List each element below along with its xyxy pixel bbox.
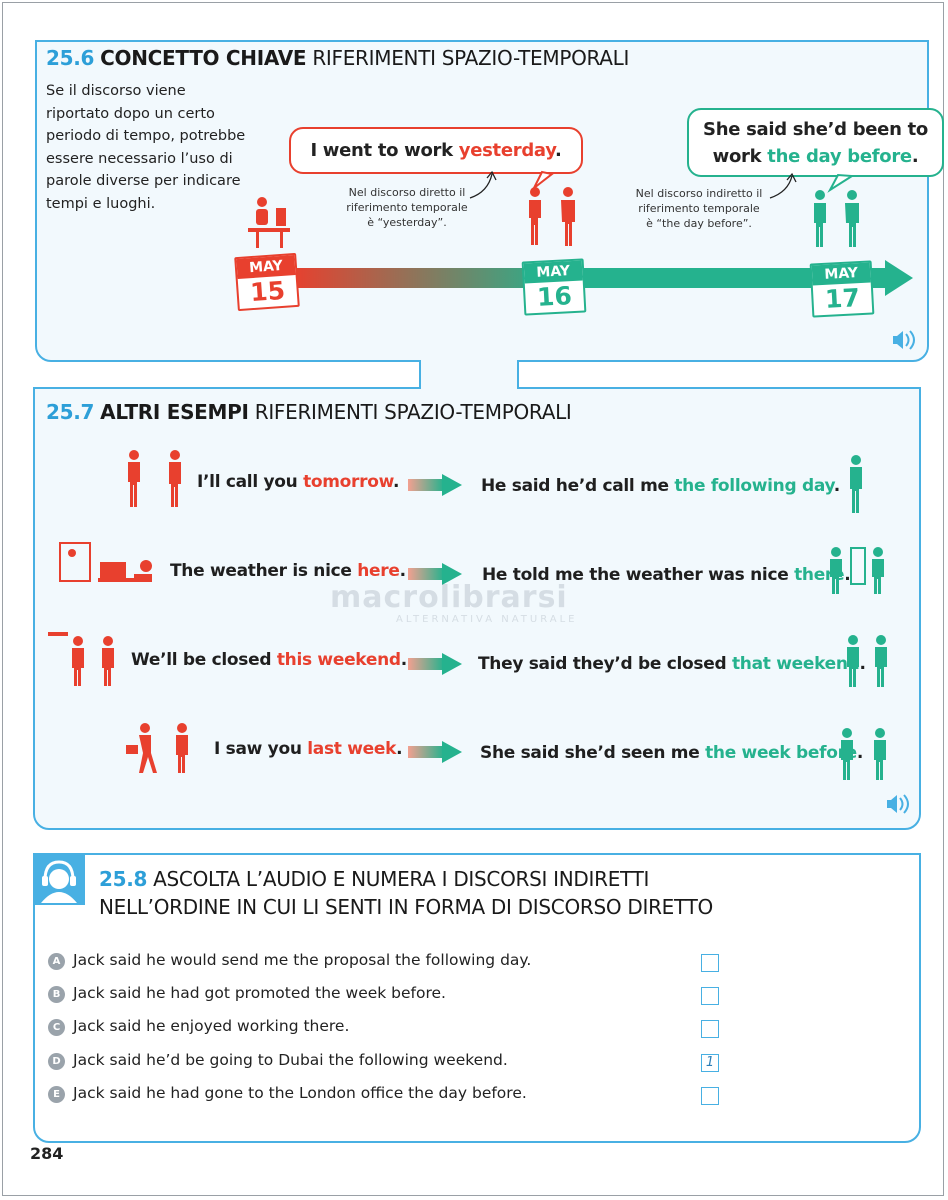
example-indirect: They said they’d be closed that weekend. xyxy=(478,654,866,674)
example-arrows xyxy=(408,474,462,763)
bubble-highlight: yesterday xyxy=(458,140,556,161)
note-arrow-icon xyxy=(469,173,493,199)
bubble-tail xyxy=(533,170,555,189)
timeline-bar xyxy=(292,268,887,288)
example-indirect: He said he’d call me the following day. xyxy=(481,476,840,496)
watermark-logo: macrolibrarsi xyxy=(330,580,568,615)
intro-text: Se il discorso viene riportato dopo un c… xyxy=(46,83,246,212)
section-key: CONCETTO CHIAVE xyxy=(100,46,307,70)
desk-worker-icon xyxy=(248,197,290,248)
answer-box[interactable] xyxy=(701,1020,719,1038)
example-indirect: He told me the weather was nice there. xyxy=(482,565,851,585)
section-subtitle: RIFERIMENTI SPAZIO-TEMPORALI xyxy=(254,400,572,424)
answer-box[interactable] xyxy=(701,1087,719,1105)
bubble-text: I went to work xyxy=(310,140,459,161)
section-subtitle: RIFERIMENTI SPAZIO-TEMPORALI xyxy=(312,46,630,70)
bubble-text: . xyxy=(911,146,919,167)
bubble-text: She said she’d been to xyxy=(703,119,928,140)
panel-connector xyxy=(420,360,518,389)
calendar-icon: MAY 17 xyxy=(809,260,875,318)
answer-box[interactable] xyxy=(701,954,719,972)
bubble-text: work xyxy=(712,146,768,167)
timeline-arrow-icon xyxy=(885,260,913,296)
calendar-icon: MAY 15 xyxy=(234,252,300,312)
exercise-instruction: ASCOLTA L’AUDIO E NUMERA I DISCORSI INDI… xyxy=(153,867,650,891)
headphones-icon xyxy=(41,860,77,903)
calendar-day: 15 xyxy=(249,275,287,308)
two-people-icon xyxy=(814,190,859,247)
arrow-head xyxy=(486,170,497,181)
section-number: 25.8 xyxy=(99,867,148,891)
note-line: è “the day before”. xyxy=(646,217,752,230)
note-line: riferimento temporale xyxy=(346,201,468,214)
example-direct: I saw you last week. xyxy=(214,739,403,759)
person-icon xyxy=(830,455,887,780)
watermark-tagline: ALTERNATIVA NATURALE xyxy=(396,614,578,625)
speaker-icon[interactable] xyxy=(887,794,909,814)
calendar-day: 16 xyxy=(536,281,573,312)
note-direct: Nel discorso diretto il riferimento temp… xyxy=(336,185,478,230)
person-icon xyxy=(48,450,188,773)
note-line: è “yesterday”. xyxy=(367,216,447,229)
calendar-day: 17 xyxy=(824,283,861,314)
page-number: 284 xyxy=(30,1144,64,1163)
note-line: Nel discorso diretto il xyxy=(348,186,466,199)
example-direct: We’ll be closed this weekend. xyxy=(131,650,407,670)
arrow-head xyxy=(786,172,797,183)
indirect-speech-bubble: She said she’d been to work the day befo… xyxy=(687,108,944,177)
section-number: 25.7 xyxy=(46,400,95,424)
example-direct: I’ll call you tomorrow. xyxy=(197,472,400,492)
example-direct: The weather is nice here. xyxy=(170,561,406,581)
answer-box[interactable]: 1 xyxy=(701,1054,719,1072)
speaker-icon[interactable] xyxy=(893,330,915,350)
note-line: riferimento temporale xyxy=(638,202,760,215)
exercise-instruction: NELL’ORDINE IN CUI LI SENTI IN FORMA DI … xyxy=(99,895,713,919)
section-number: 25.6 xyxy=(46,46,95,70)
bubble-text: . xyxy=(555,140,562,161)
section-key: ALTRI ESEMPI xyxy=(100,400,249,424)
example-indirect: She said she’d seen me the week before. xyxy=(480,743,864,763)
direct-speech-bubble: I went to work yesterday. xyxy=(289,127,583,174)
two-people-icon xyxy=(529,187,575,246)
calendar-icon: MAY 16 xyxy=(521,258,587,316)
note-indirect: Nel discorso indiretto il riferimento te… xyxy=(624,186,774,231)
bubble-highlight: the day before xyxy=(767,146,912,167)
answer-box[interactable] xyxy=(701,987,719,1005)
note-arrow-icon xyxy=(769,175,793,199)
note-line: Nel discorso indiretto il xyxy=(635,187,763,200)
bubble-tail xyxy=(827,173,856,193)
